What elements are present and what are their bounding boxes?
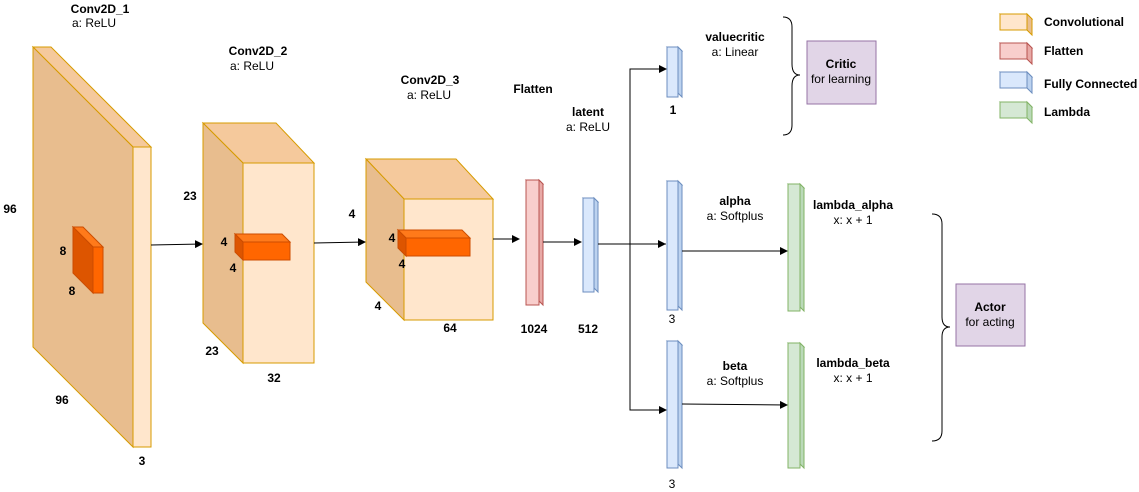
lambda-alpha-expr: x: x + 1 (833, 213, 872, 227)
conv3-kernel-w-label: 4 (399, 257, 406, 271)
critic-brace (782, 16, 801, 136)
critic-subtitle: for learning (811, 72, 871, 86)
conv3-kernel (396, 228, 472, 258)
arrow-conv2-conv3 (313, 238, 366, 247)
conv1-block: Conv2D_1 a: ReLU 96 96 3 8 8 (3, 2, 153, 468)
conv2-kernel (233, 232, 292, 262)
conv2-front-face (242, 162, 315, 364)
legend-item-flatten: Flatten (998, 41, 1083, 66)
flatten-title: Flatten (513, 82, 552, 96)
actor-title: Actor (974, 300, 1006, 314)
critic-box: Critic for learning (806, 40, 877, 105)
legend-swatch-front (999, 13, 1028, 31)
critic-title: Critic (826, 57, 857, 71)
beta-title: beta (723, 359, 748, 373)
latent-title: latent (572, 105, 604, 119)
legend-item-fully-connected: Fully Connected (998, 70, 1137, 95)
lambda-beta-title: lambda_beta (816, 356, 890, 370)
arrow-latent-beta (629, 244, 667, 414)
conv3-width-label: 4 (375, 299, 382, 313)
legend-item-lambda: Lambda (998, 100, 1090, 125)
conv1-height-label: 96 (3, 202, 17, 216)
actor-subtitle: for acting (965, 315, 1014, 329)
conv1-depth-label: 3 (139, 454, 146, 468)
conv1-kernel-h-label: 8 (60, 244, 67, 258)
conv1-front-face (132, 146, 152, 448)
legend-swatch-front (999, 71, 1028, 89)
lambda-alpha-title: lambda_alpha (813, 198, 893, 212)
legend-label: Flatten (1044, 44, 1083, 58)
conv2-kernel-w-label: 4 (230, 261, 237, 275)
alpha-title: alpha (719, 194, 751, 208)
arrow-conv1-conv2 (150, 240, 203, 249)
conv3-block: Conv2D_3 a: ReLU 4 4 64 4 4 (349, 73, 495, 335)
legend-item-convolutional: Convolutional (998, 12, 1124, 37)
alpha-size-label: 3 (669, 312, 676, 326)
valuecritic-activation: a: Linear (712, 45, 759, 59)
conv1-kernel (71, 225, 105, 295)
conv3-activation: a: ReLU (407, 88, 451, 102)
lambda-beta-layer: lambda_beta x: x + 1 (786, 341, 890, 470)
flatten-size-label: 1024 (521, 322, 548, 336)
actor-box: Actor for acting (955, 283, 1026, 347)
connections (150, 65, 788, 414)
conv2-activation: a: ReLU (230, 59, 274, 73)
conv2-block: Conv2D_2 a: ReLU 23 23 32 4 4 (183, 44, 316, 385)
conv2-title: Conv2D_2 (229, 44, 288, 58)
beta-layer: beta a: Softplus 3 (665, 339, 764, 491)
valuecritic-title: valuecritic (705, 30, 765, 44)
arrow-beta-lambda (681, 400, 788, 409)
conv3-title: Conv2D_3 (401, 73, 460, 87)
arrow-latent-valuecritic (598, 65, 667, 245)
latent-size-label: 512 (578, 322, 598, 336)
conv1-title: Conv2D_1 (71, 2, 130, 16)
legend-label: Convolutional (1044, 15, 1124, 29)
conv2-width-label: 23 (205, 344, 219, 358)
legend-label: Fully Connected (1044, 77, 1137, 91)
legend-swatch-front (999, 42, 1028, 60)
conv3-depth-label: 64 (443, 321, 457, 335)
valuecritic-layer: valuecritic a: Linear 1 (665, 30, 765, 117)
conv1-width-label: 96 (55, 393, 69, 407)
legend-label: Lambda (1044, 105, 1090, 119)
conv1-activation: a: ReLU (72, 16, 116, 30)
conv3-front-face (403, 198, 494, 321)
actor-brace (931, 213, 951, 442)
conv2-depth-label: 32 (267, 371, 281, 385)
latent-layer: latent a: ReLU 512 (566, 105, 610, 336)
valuecritic-size-label: 1 (670, 103, 677, 117)
conv1-kernel-w-label: 8 (69, 284, 76, 298)
conv3-kernel-h-label: 4 (389, 231, 396, 245)
alpha-layer: alpha a: Softplus 3 (665, 179, 764, 326)
conv2-kernel-h-label: 4 (221, 235, 228, 249)
alpha-activation: a: Softplus (707, 209, 764, 223)
lambda-beta-expr: x: x + 1 (833, 371, 872, 385)
conv2-height-label: 23 (183, 189, 197, 203)
beta-activation: a: Softplus (707, 374, 764, 388)
flatten-layer: Flatten 1024 (513, 82, 552, 336)
legend-swatch-front (999, 101, 1028, 119)
legend: Convolutional Flatten Fully Connected La… (998, 12, 1137, 125)
latent-activation: a: ReLU (566, 120, 610, 134)
conv3-height-label: 4 (349, 207, 356, 221)
lambda-alpha-layer: lambda_alpha x: x + 1 (786, 182, 893, 313)
beta-size-label: 3 (669, 477, 676, 491)
